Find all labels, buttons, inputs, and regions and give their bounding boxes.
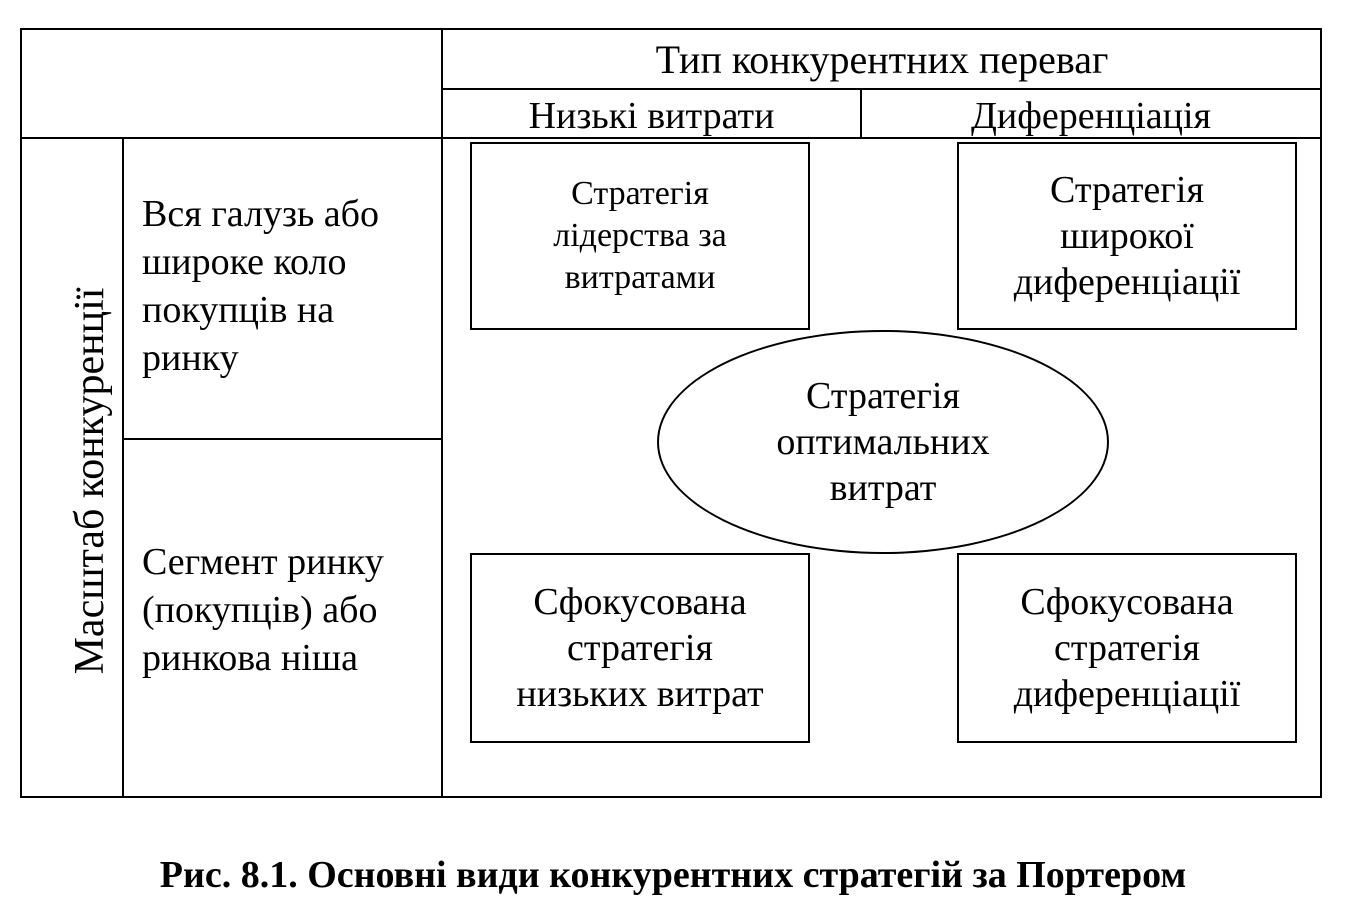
low-costs-header: Низькі витрати [528, 95, 775, 137]
market-segment-row-label: Сегмент ринку (покупців) або ринкова ніш… [142, 541, 384, 679]
competition-scope-axis-label: Масштаб конкуренції [67, 287, 113, 675]
grid-line-subheader-divider [860, 88, 862, 139]
best-cost-strategy-ellipse: Стратегія оптимальних витрат [657, 330, 1109, 554]
grid-line-axis-divider [122, 137, 124, 798]
grid-line-left [20, 28, 22, 798]
cost-leadership-strategy-label: Стратегія лідерства за витратами [553, 175, 727, 296]
focused-low-cost-strategy-box: Сфокусована стратегія низьких витрат [470, 553, 810, 743]
best-cost-strategy-label: Стратегія оптимальних витрат [776, 375, 990, 509]
focused-differentiation-strategy-label: Сфокусована стратегія диференціації [1013, 581, 1241, 715]
cost-leadership-strategy-box: Стратегія лідерства за витратами [470, 142, 810, 330]
figure-caption: Рис. 8.1. Основні види конкурентних стра… [159, 854, 1187, 896]
focused-low-cost-strategy-label: Сфокусована стратегія низьких витрат [516, 581, 764, 715]
grid-line-row-divider [123, 438, 443, 440]
broad-differentiation-strategy-box: Стратегія широкої диференціації [957, 142, 1297, 330]
grid-line-header-divider [442, 88, 1322, 90]
grid-line-right [1320, 28, 1322, 798]
differentiation-header: Диференціація [970, 95, 1212, 137]
broad-differentiation-strategy-label: Стратегія широкої диференціації [1013, 169, 1241, 303]
competitive-advantage-type-header: Тип конкурентних переваг [655, 37, 1109, 82]
grid-line-bottom [20, 796, 1322, 798]
grid-line-top [20, 28, 1322, 30]
focused-differentiation-strategy-box: Сфокусована стратегія диференціації [957, 553, 1297, 743]
broad-market-row-label: Вся галузь або широке коло покупців на р… [142, 193, 379, 379]
grid-line-header-bottom [20, 137, 1322, 139]
grid-line-label-divider [441, 28, 443, 798]
